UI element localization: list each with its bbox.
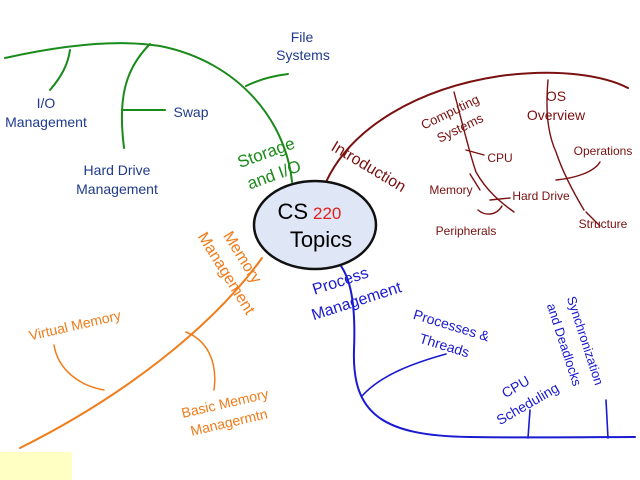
center-subtitle: Topics (290, 227, 352, 252)
branch-introduction (325, 71, 629, 227)
process-main-line (333, 257, 636, 439)
hard-drive-label[interactable]: Hard Drive (512, 189, 570, 203)
structure-label[interactable]: Structure (579, 217, 628, 231)
center-ellipse (252, 179, 378, 271)
branch-storage (4, 42, 293, 183)
cpu-label[interactable]: CPU (487, 151, 512, 165)
center-number: 220 (313, 204, 341, 223)
virtual-memory-label[interactable]: Virtual Memory (27, 307, 122, 344)
center-label: CS (277, 199, 308, 224)
operations-label[interactable]: Operations (574, 144, 633, 158)
introduction-main-line (325, 71, 629, 183)
branch-memory (19, 257, 263, 449)
memory-label[interactable]: Memory (429, 183, 472, 197)
operations-connector (555, 161, 601, 181)
virtual-memory-connector (53, 344, 105, 391)
file-systems-line1[interactable]: File (291, 29, 314, 45)
basic-memory-connector (185, 331, 216, 391)
file-systems-connector (245, 73, 289, 87)
peripherals-connector (477, 205, 503, 215)
io-management-line2[interactable]: Management (5, 114, 87, 130)
hard-drive-management-line2[interactable]: Management (76, 181, 158, 197)
storage-main-line (4, 42, 293, 183)
hard-drive-management-line1[interactable]: Hard Drive (84, 162, 151, 178)
hard-drive-connector (120, 43, 151, 149)
structure-connector (585, 211, 601, 227)
branch-process (333, 257, 636, 439)
corner-note-box (0, 452, 72, 480)
os-overview-line1[interactable]: OS (546, 88, 566, 104)
memory-labels: Memory Management Virtual Memory Basic M… (27, 229, 270, 439)
os-connector (546, 79, 585, 211)
processes-connector (361, 353, 447, 397)
memory-connector (469, 173, 481, 191)
io-management-line1[interactable]: I/O (37, 95, 56, 111)
hard-drive-connector-red (489, 197, 511, 201)
sync-connector (605, 399, 609, 439)
storage-leaf-labels: File Systems I/O Management Swap Hard Dr… (5, 29, 330, 197)
center-node[interactable]: CS 220 Topics (252, 179, 378, 271)
file-systems-line2[interactable]: Systems (276, 47, 330, 63)
swap-label[interactable]: Swap (173, 104, 208, 120)
computing-connector (453, 91, 515, 213)
io-connector (49, 49, 71, 91)
cpu-connector (465, 149, 485, 156)
process-labels: Process Management Processes & Threads C… (310, 265, 607, 428)
memory-main-line (19, 257, 263, 449)
os-overview-line2[interactable]: Overview (527, 107, 586, 123)
introduction-leaf-labels: Computing Systems OS Overview CPU Operat… (418, 88, 632, 238)
cpu-scheduling-connector (527, 409, 531, 439)
peripherals-label[interactable]: Peripherals (436, 224, 497, 238)
